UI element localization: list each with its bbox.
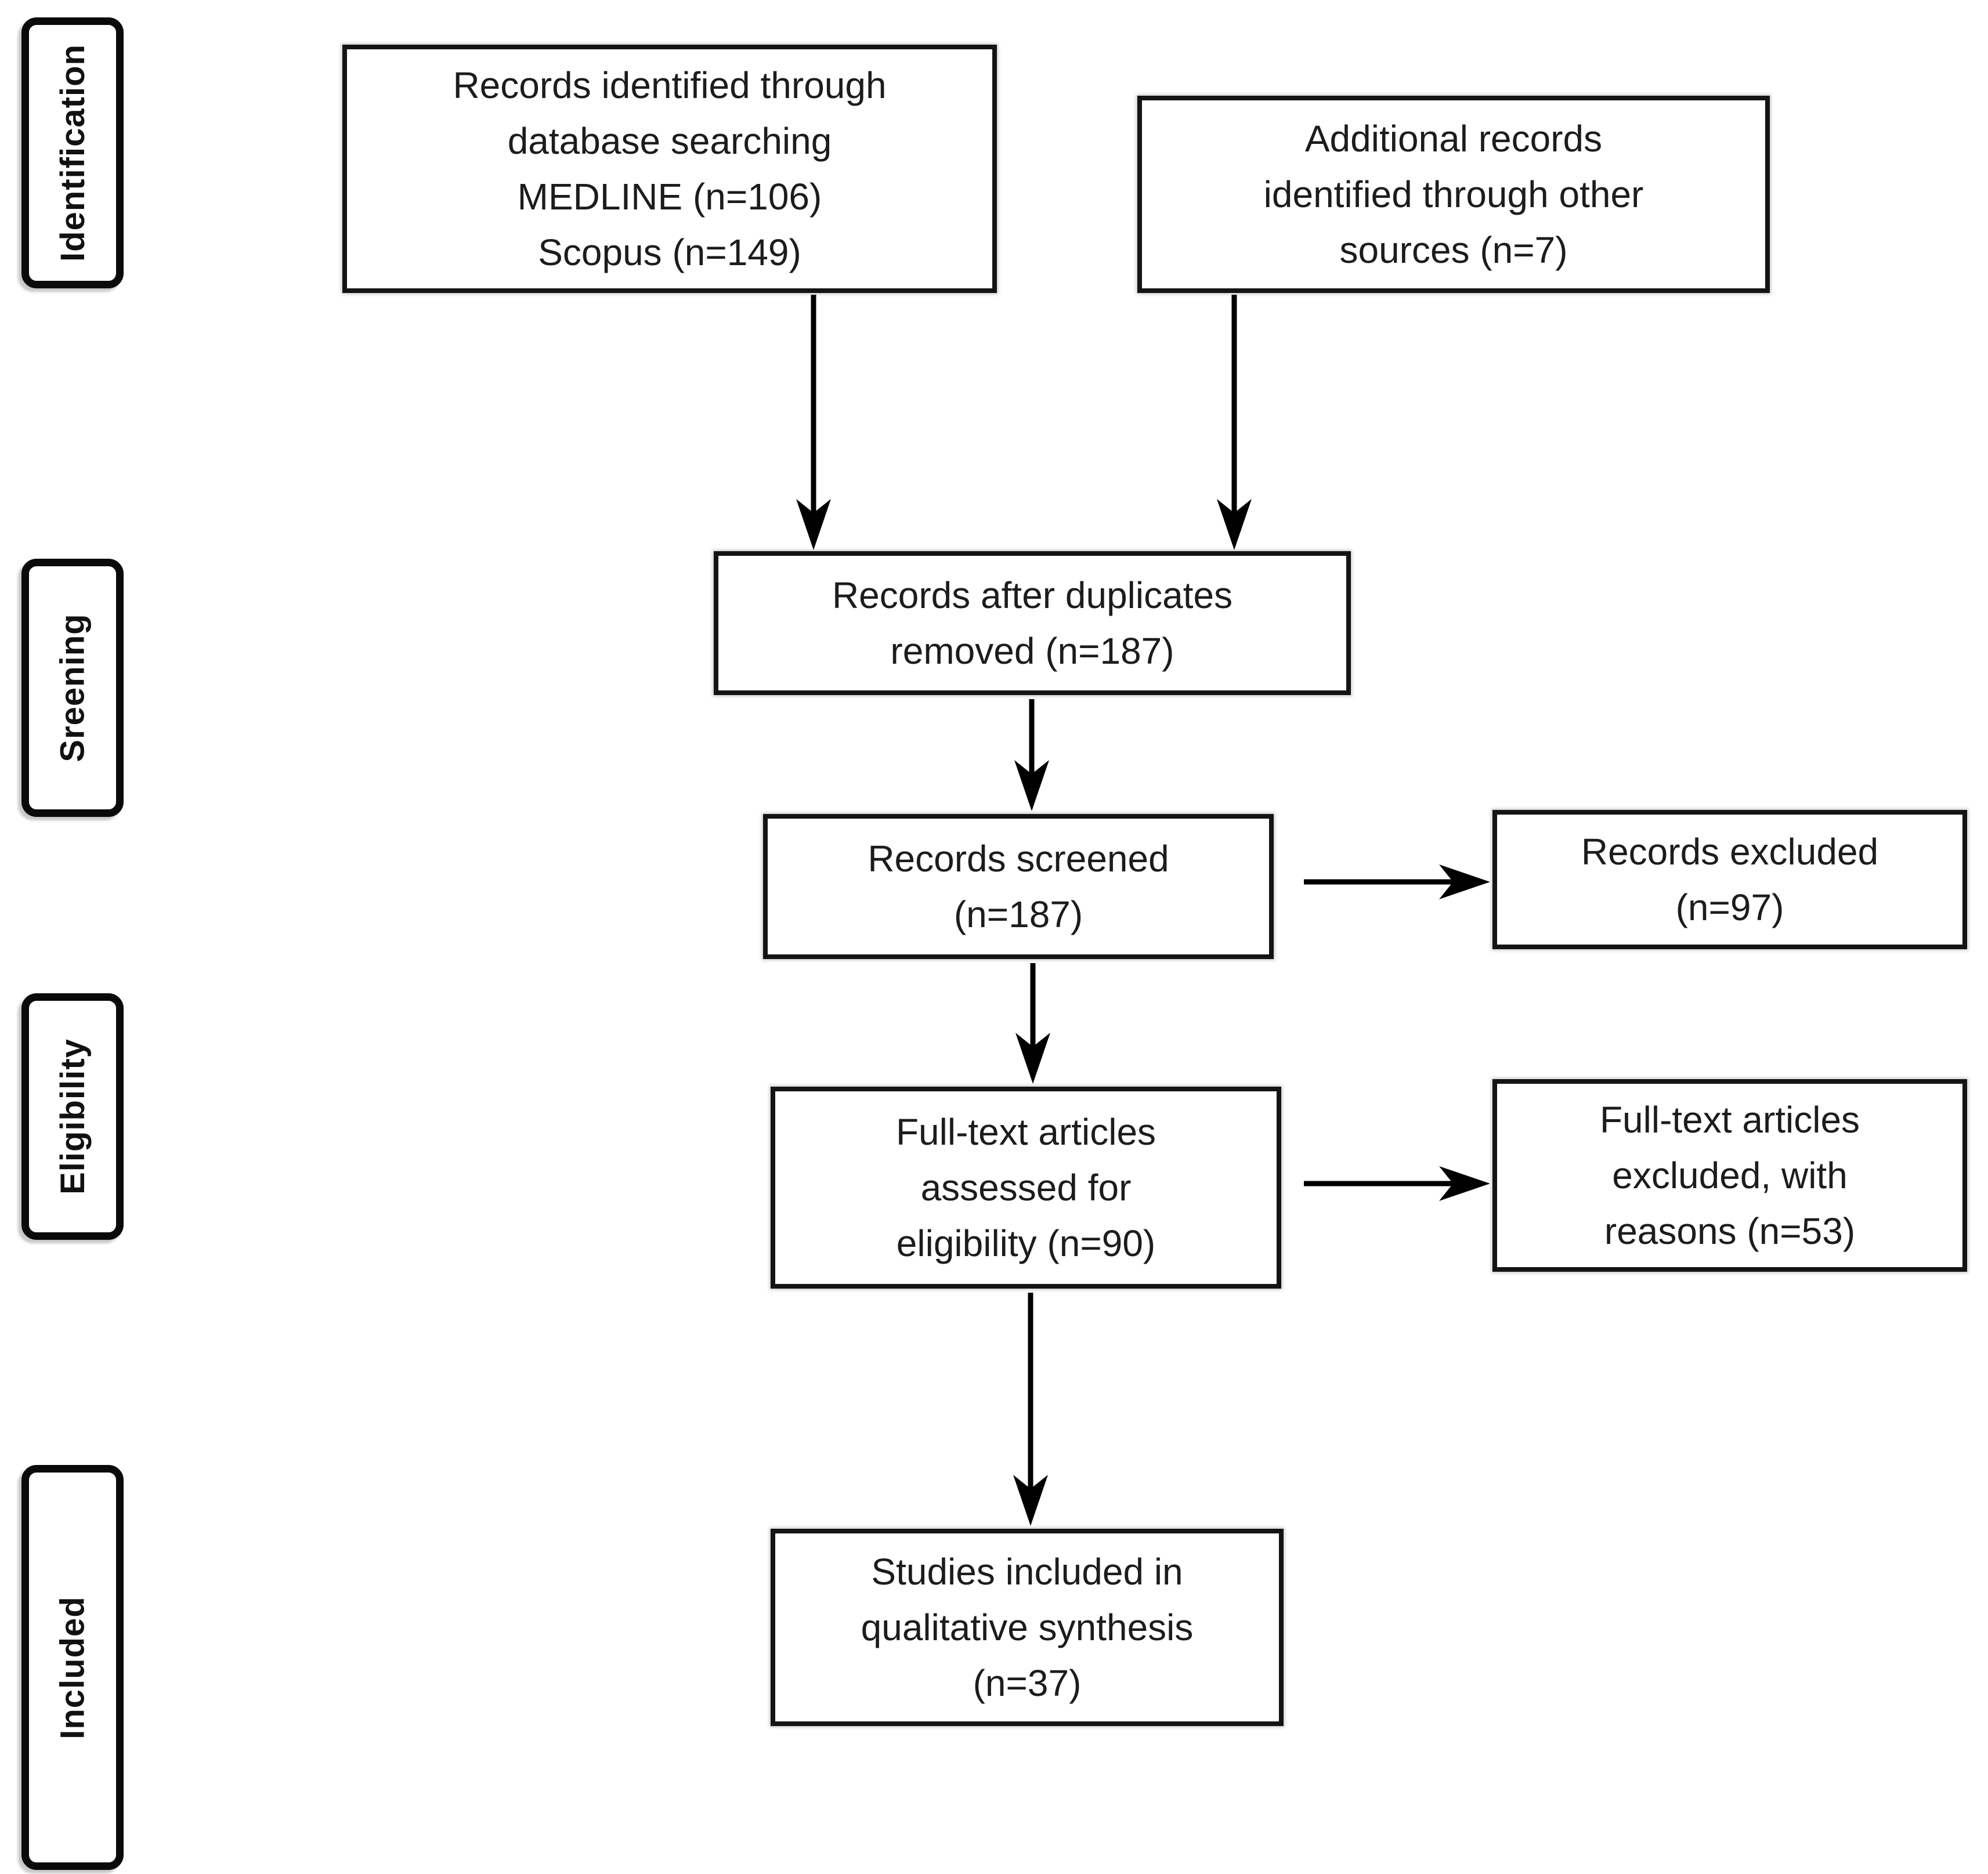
arrow-additional-to-duplicates (1217, 295, 1252, 550)
arrow-duplicates-to-screened (1014, 699, 1049, 811)
stage-box-eligibility: Eligibility (21, 993, 124, 1240)
box-fulltext-assessed-text: Full-text articles assessed for eligibil… (895, 1111, 1156, 1264)
box-records-identified-text: Records identified through database sear… (453, 64, 887, 273)
box-records-screened: Records screened (n=187) (763, 814, 1274, 959)
stage-label-sreening: Sreening (53, 613, 92, 762)
stage-label-identification: Identification (53, 44, 92, 262)
box-fulltext-assessed: Full-text articles assessed for eligibil… (771, 1087, 1281, 1289)
arrow-screened-to-excluded (1304, 864, 1490, 899)
box-studies-included: Studies included in qualitative synthesi… (771, 1529, 1284, 1726)
box-records-excluded: Records excluded (n=97) (1492, 810, 1967, 949)
stage-label-eligibility: Eligibility (53, 1039, 92, 1195)
arrow-screened-to-fulltext (1015, 963, 1050, 1084)
arrow-identified-to-duplicates (796, 295, 831, 550)
box-after-duplicates: Records after duplicates removed (n=187) (714, 551, 1351, 695)
box-records-screened-text: Records screened (n=187) (868, 838, 1169, 935)
stage-box-included: Included (21, 1465, 124, 1870)
stage-label-included: Included (53, 1596, 92, 1739)
box-fulltext-excluded: Full-text articles excluded, with reason… (1492, 1079, 1967, 1272)
stage-box-identification: Identification (21, 17, 124, 288)
box-records-identified: Records identified through database sear… (342, 45, 997, 293)
box-records-excluded-text: Records excluded (n=97) (1581, 831, 1879, 928)
box-studies-included-text: Studies included in qualitative synthesi… (861, 1551, 1194, 1704)
box-after-duplicates-text: Records after duplicates removed (n=187) (832, 574, 1233, 672)
arrow-fulltext-to-ftexcluded (1304, 1166, 1490, 1201)
arrow-fulltext-to-included (1013, 1293, 1048, 1526)
box-additional-records: Additional records identified through ot… (1137, 96, 1770, 293)
stage-box-sreening: Sreening (21, 559, 124, 817)
box-additional-records-text: Additional records identified through ot… (1263, 118, 1644, 271)
box-fulltext-excluded-text: Full-text articles excluded, with reason… (1599, 1099, 1860, 1252)
